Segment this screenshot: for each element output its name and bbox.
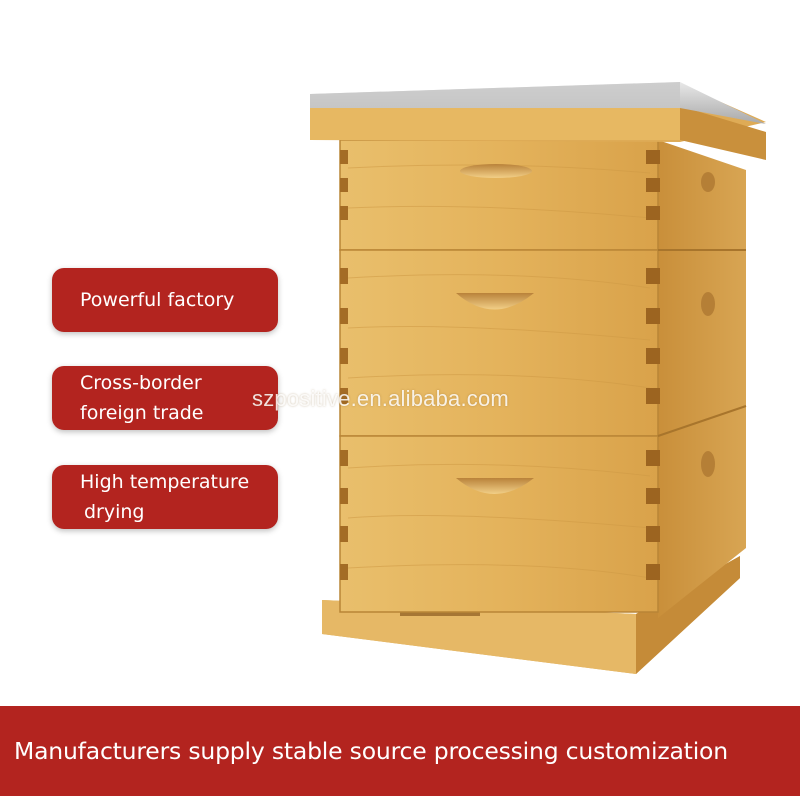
feature-badge-drying: High temperature drying [52, 465, 278, 529]
feature-badge-powerful-factory: Powerful factory [52, 268, 278, 332]
badge-label-line2: drying [84, 501, 145, 523]
badge-label-line1: Cross-border [80, 372, 202, 394]
footer-banner: Manufacturers supply stable source proce… [0, 706, 800, 796]
badge-label-line1: High temperature [80, 471, 250, 493]
badge-label: Powerful factory [80, 289, 235, 311]
feature-badge-cross-border: Cross-border foreign trade [52, 366, 278, 430]
watermark-text: szpositive.en.alibaba.com [252, 386, 509, 411]
beehive-image [300, 78, 780, 678]
footer-text: Manufacturers supply stable source proce… [14, 737, 728, 765]
badge-label-line2: foreign trade [80, 402, 204, 424]
